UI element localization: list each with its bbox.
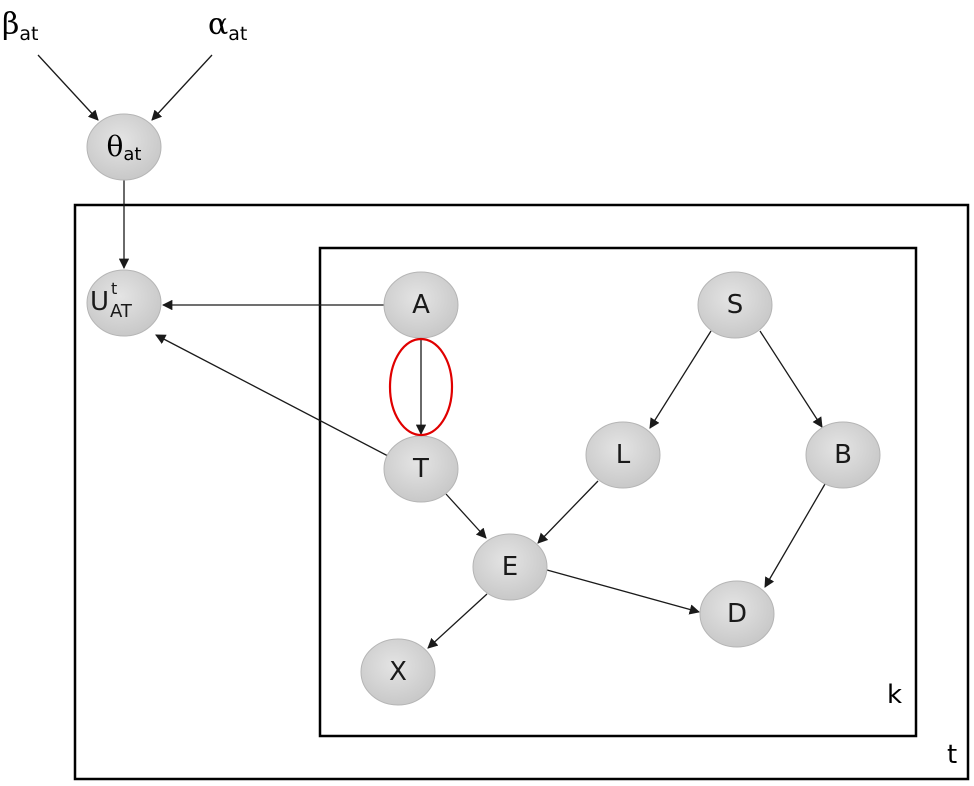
node-L-shape — [585, 421, 661, 489]
node-L-label: L — [616, 440, 631, 470]
node-S[interactable]: S — [697, 271, 773, 339]
node-T[interactable]: T — [383, 435, 459, 503]
beta-symbol: β — [2, 7, 19, 42]
outer-plate-label: t — [947, 740, 957, 770]
node-B-label: B — [834, 440, 852, 470]
node-theta-label: θat — [107, 130, 142, 165]
node-E-shape — [472, 533, 548, 601]
edge-t-to-utility — [155, 334, 389, 457]
node-A[interactable]: A — [383, 271, 459, 339]
highlight-ellipse-a-t — [388, 337, 454, 437]
node-A-label: A — [412, 290, 430, 320]
edge-s-to-l — [649, 330, 712, 429]
node-L[interactable]: L — [585, 421, 661, 489]
node-theta[interactable]: θat — [86, 113, 162, 181]
alpha-label: αat — [208, 7, 247, 45]
node-utility-shape — [86, 269, 162, 337]
utility-subscript: AT — [110, 301, 133, 322]
alpha-subscript: at — [228, 23, 247, 45]
node-B[interactable]: B — [805, 421, 881, 489]
node-X[interactable]: X — [360, 638, 436, 706]
beta-subscript: at — [19, 23, 38, 45]
inner-plate-label: k — [887, 680, 902, 710]
edge-b-to-d — [764, 483, 826, 588]
node-T-label: T — [412, 454, 429, 484]
node-S-shape — [697, 271, 773, 339]
node-E[interactable]: E — [472, 533, 548, 601]
edge-e-to-x — [427, 593, 488, 649]
node-theta-shape — [86, 113, 162, 181]
edge-l-to-e — [537, 480, 599, 544]
edge-t-to-e — [445, 493, 487, 539]
node-X-label: X — [389, 657, 407, 687]
edge-e-to-d — [546, 569, 701, 615]
edge-s-to-b — [759, 330, 823, 428]
utility-base: U — [90, 287, 109, 317]
theta-symbol: θ — [107, 130, 124, 163]
node-D-label: D — [727, 599, 747, 629]
node-utility[interactable]: U t AT — [86, 269, 162, 337]
utility-superscript: t — [111, 279, 117, 298]
edge-alpha-to-theta — [151, 54, 213, 121]
node-D-shape — [699, 580, 775, 648]
edge-beta-to-theta — [37, 54, 99, 121]
alpha-symbol: α — [208, 7, 228, 42]
node-E-label: E — [502, 552, 518, 582]
node-X-shape — [360, 638, 436, 706]
node-S-label: S — [727, 290, 744, 320]
node-D[interactable]: D — [699, 580, 775, 648]
node-utility-label: U — [90, 287, 109, 317]
node-B-shape — [805, 421, 881, 489]
theta-subscript: at — [123, 144, 141, 165]
outer-plate-t — [73, 203, 970, 781]
edge-layer — [37, 54, 826, 649]
beta-label: βat — [2, 7, 38, 45]
inner-plate-k — [318, 246, 918, 738]
